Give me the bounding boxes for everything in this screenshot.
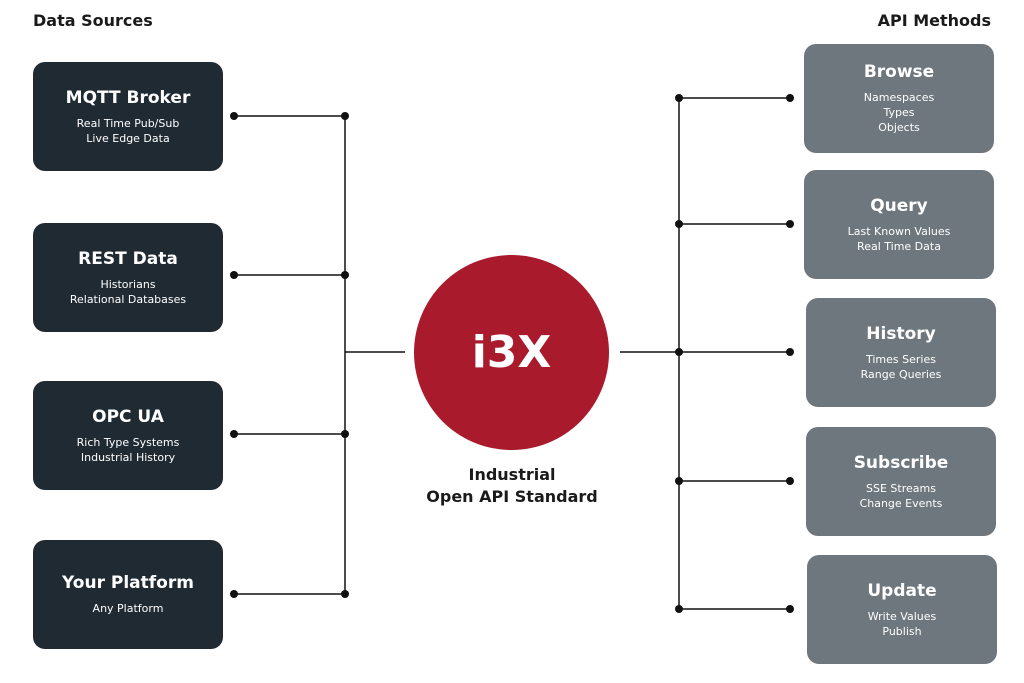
source-box-mqtt-broker: MQTT Broker Real Time Pub/Sub Live Edge … [33,62,223,171]
source-title: REST Data [78,248,178,269]
source-detail: Relational Databases [69,292,187,306]
method-title: Subscribe [853,452,949,473]
method-detail: Times Series [866,352,936,366]
source-title: MQTT Broker [65,87,191,108]
method-detail: Publish [882,624,922,638]
source-detail: Historians [100,277,156,291]
method-detail: Last Known Values [847,224,951,238]
source-detail: Any Platform [92,602,164,615]
method-box-browse: Browse Namespaces Types Objects [804,44,994,153]
method-detail: Range Queries [860,367,942,381]
hub-caption: Industrial Open API Standard [380,464,644,508]
method-box-subscribe: Subscribe SSE Streams Change Events [806,427,996,536]
method-title: History [866,323,936,344]
i3x-hub-circle: i3X [414,255,609,450]
source-title: Your Platform [62,573,194,593]
method-title: Query [870,195,928,216]
source-box-rest-data: REST Data Historians Relational Database… [33,223,223,332]
method-detail: Namespaces [863,91,935,104]
method-detail: Real Time Data [857,239,941,253]
source-title: OPC UA [92,406,164,427]
method-detail: SSE Streams [866,481,936,495]
source-detail: Real Time Pub/Sub [76,116,180,130]
method-title: Update [867,580,937,601]
method-detail: Objects [878,121,920,134]
method-box-history: History Times Series Range Queries [806,298,996,407]
method-detail: Types [883,106,915,119]
source-detail: Industrial History [80,450,176,464]
hub-caption-line: Open API Standard [426,487,598,506]
api-methods-heading: API Methods [877,11,991,30]
source-detail: Live Edge Data [86,131,170,145]
source-detail: Rich Type Systems [76,435,180,449]
method-box-update: Update Write Values Publish [807,555,997,664]
method-title: Browse [863,62,935,82]
hub-caption-line: Industrial [468,465,556,484]
source-box-opc-ua: OPC UA Rich Type Systems Industrial Hist… [33,381,223,490]
method-detail: Change Events [859,496,943,510]
source-box-your-platform: Your Platform Any Platform [33,540,223,649]
method-box-query: Query Last Known Values Real Time Data [804,170,994,279]
data-sources-heading: Data Sources [33,11,153,30]
method-detail: Write Values [867,609,937,623]
